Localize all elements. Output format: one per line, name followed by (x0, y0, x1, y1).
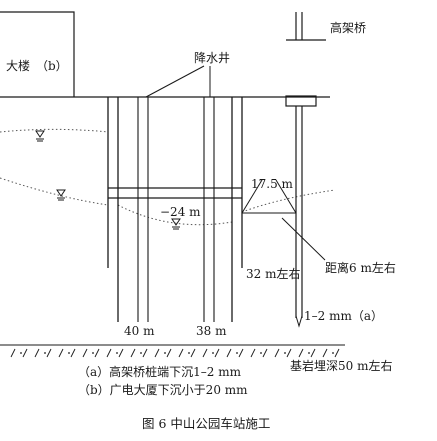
leader-line (145, 65, 205, 98)
water-table-curve-upper (0, 128, 109, 133)
viaduct-cap (285, 95, 317, 107)
label-bedrock: 基岩埋深50 m左右 (290, 358, 392, 373)
note-a: （a）高架桥桩端下沉1–2 mm (78, 364, 242, 379)
note-b: （b）广电大厦下沉小于20 mm (78, 383, 248, 397)
influence-line (275, 179, 297, 214)
label-depth-32: 32 m左右 (246, 266, 300, 281)
water-table-icon (35, 130, 45, 142)
influence-line (241, 179, 263, 214)
label-settle-a: 1–2 mm（a） (304, 309, 383, 323)
figure-caption: 图 6 中山公园车站施工 (142, 416, 270, 431)
label-depth-40: 40 m (124, 324, 155, 338)
label-depth-17-5: 17.5 m (251, 177, 294, 191)
building-outline (0, 11, 75, 97)
label-mark-b: （b） (36, 59, 68, 73)
water-table-curve-lower (0, 177, 336, 226)
settlement-arrow-icon (295, 315, 303, 328)
leader-line (281, 217, 326, 261)
label-building: 大楼 (6, 58, 30, 73)
water-table-icon (171, 218, 181, 230)
label-dewatering-well: 降水井 (194, 51, 230, 65)
bedrock-dots (20, 352, 334, 354)
label-depth-38: 38 m (196, 324, 227, 338)
bedrock-hatching (10, 348, 340, 358)
label-viaduct: 高架桥 (330, 20, 366, 35)
label-depth-24: −24 m (160, 205, 201, 219)
label-distance-6: 距离6 m左右 (325, 260, 396, 275)
water-table-icon (56, 189, 66, 201)
